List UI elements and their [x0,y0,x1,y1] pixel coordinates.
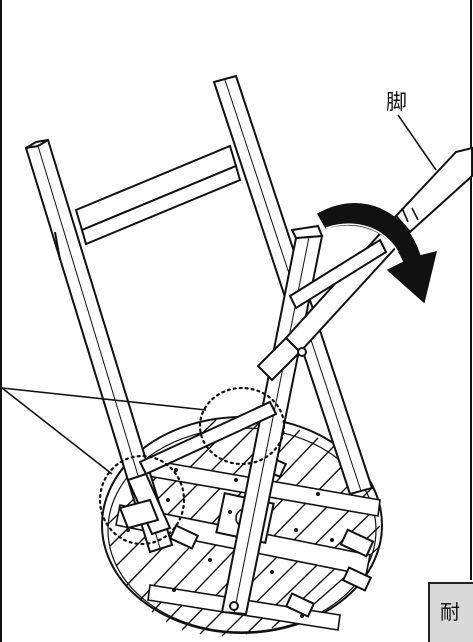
crossbar-lower [138,400,278,476]
leg-back-left [24,138,174,554]
bracket [284,592,316,618]
dotted-circle-icon [198,386,286,466]
crossbar-upper [54,144,242,261]
bracket [168,524,200,550]
corner-tab [428,582,473,642]
leg-label: 脚 [386,90,407,114]
callout-lines [1,114,437,475]
corner-label: 耐 [440,600,460,624]
curved-arrow-clockwise-icon [316,203,438,304]
dotted-circle-icon [98,454,186,546]
brace [288,238,388,310]
leg-stub [118,472,172,536]
bracket [341,566,373,592]
detail-circles [98,386,286,546]
bracket [339,528,375,558]
